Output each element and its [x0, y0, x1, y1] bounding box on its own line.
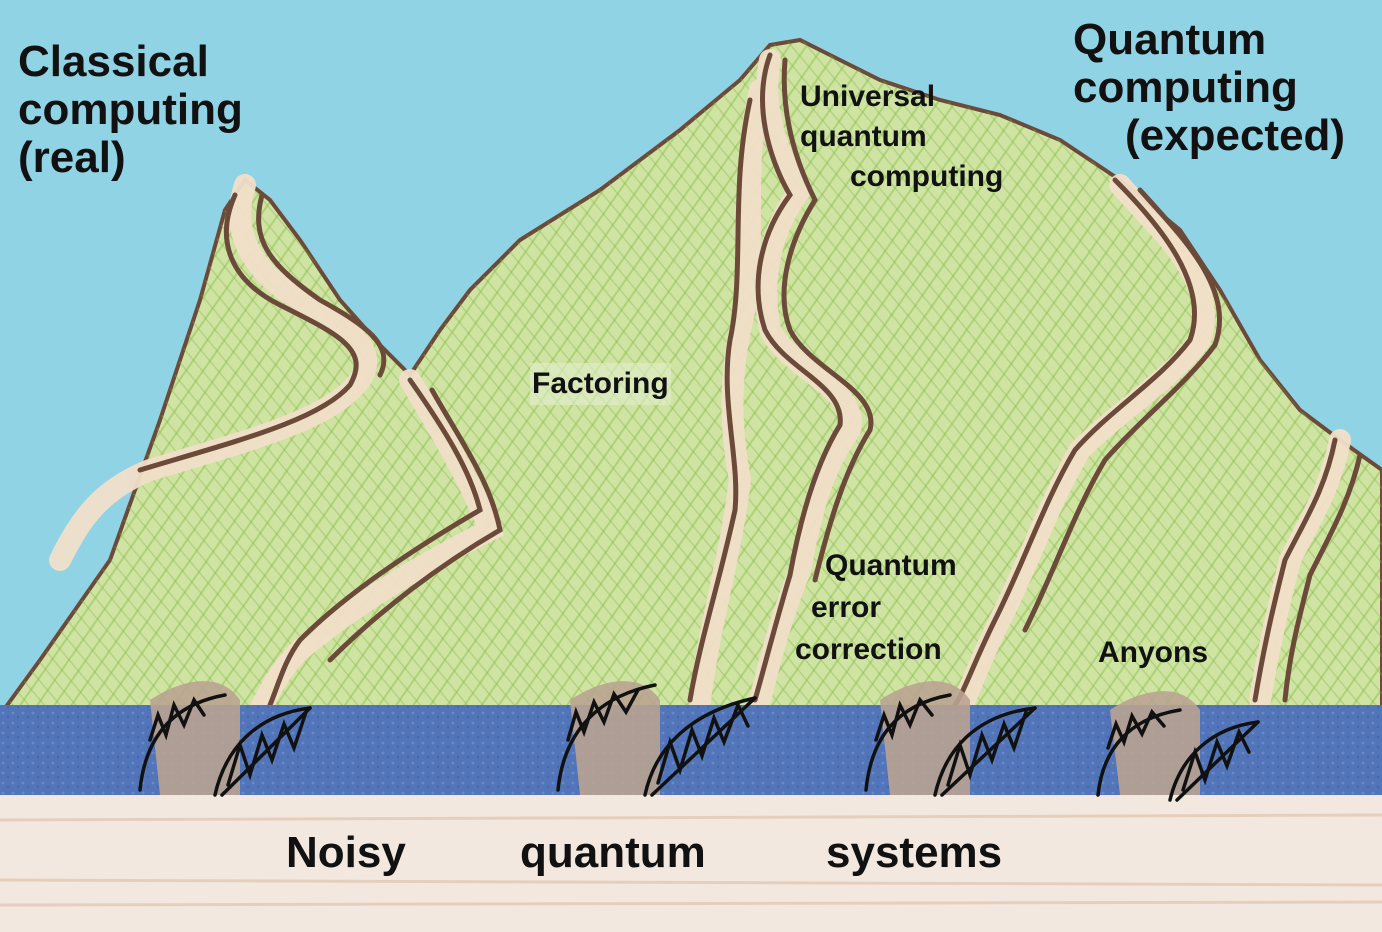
- universal-quantum-computing-label: Universal quantum computing: [800, 76, 1003, 198]
- bridge-3: [864, 693, 1037, 797]
- classical-title-line-2: computing: [18, 85, 243, 134]
- quantum-title-line-3: (expected): [1125, 111, 1346, 160]
- mountain-range: [0, 37, 1382, 732]
- bridges: [138, 683, 1260, 802]
- classical-computing-title: Classical computing (real): [18, 38, 243, 182]
- universal-line-2: quantum: [800, 120, 927, 153]
- qec-line-3: correction: [795, 633, 942, 666]
- quantum-title-line-1: Quantum: [1073, 15, 1267, 64]
- classical-title-line-1: Classical: [18, 37, 209, 86]
- bridge-2: [556, 683, 757, 797]
- shore-word-systems: systems: [826, 828, 1003, 877]
- factoring-label: Factoring: [530, 363, 671, 405]
- ridge-lines: [137, 52, 1363, 708]
- sand-shore: [0, 795, 1382, 932]
- classical-title-line-3: (real): [18, 133, 126, 182]
- quantum-computing-title: Quantum computing (expected): [1073, 16, 1345, 160]
- bridge-1: [138, 693, 312, 797]
- qec-line-2: error: [811, 591, 882, 624]
- universal-line-3: computing: [850, 160, 1004, 193]
- universal-line-1: Universal: [800, 80, 936, 113]
- anyons-label: Anyons: [1098, 636, 1209, 669]
- bridge-4: [1096, 708, 1260, 802]
- sand-strokes: [0, 813, 1382, 907]
- quantum-error-correction-label: Quantum error correction: [795, 545, 957, 671]
- qec-line-1: Quantum: [825, 549, 957, 582]
- quantum-title-line-2: computing: [1073, 63, 1298, 112]
- shore-word-quantum: quantum: [520, 828, 706, 877]
- shore-word-noisy: Noisy: [286, 828, 406, 877]
